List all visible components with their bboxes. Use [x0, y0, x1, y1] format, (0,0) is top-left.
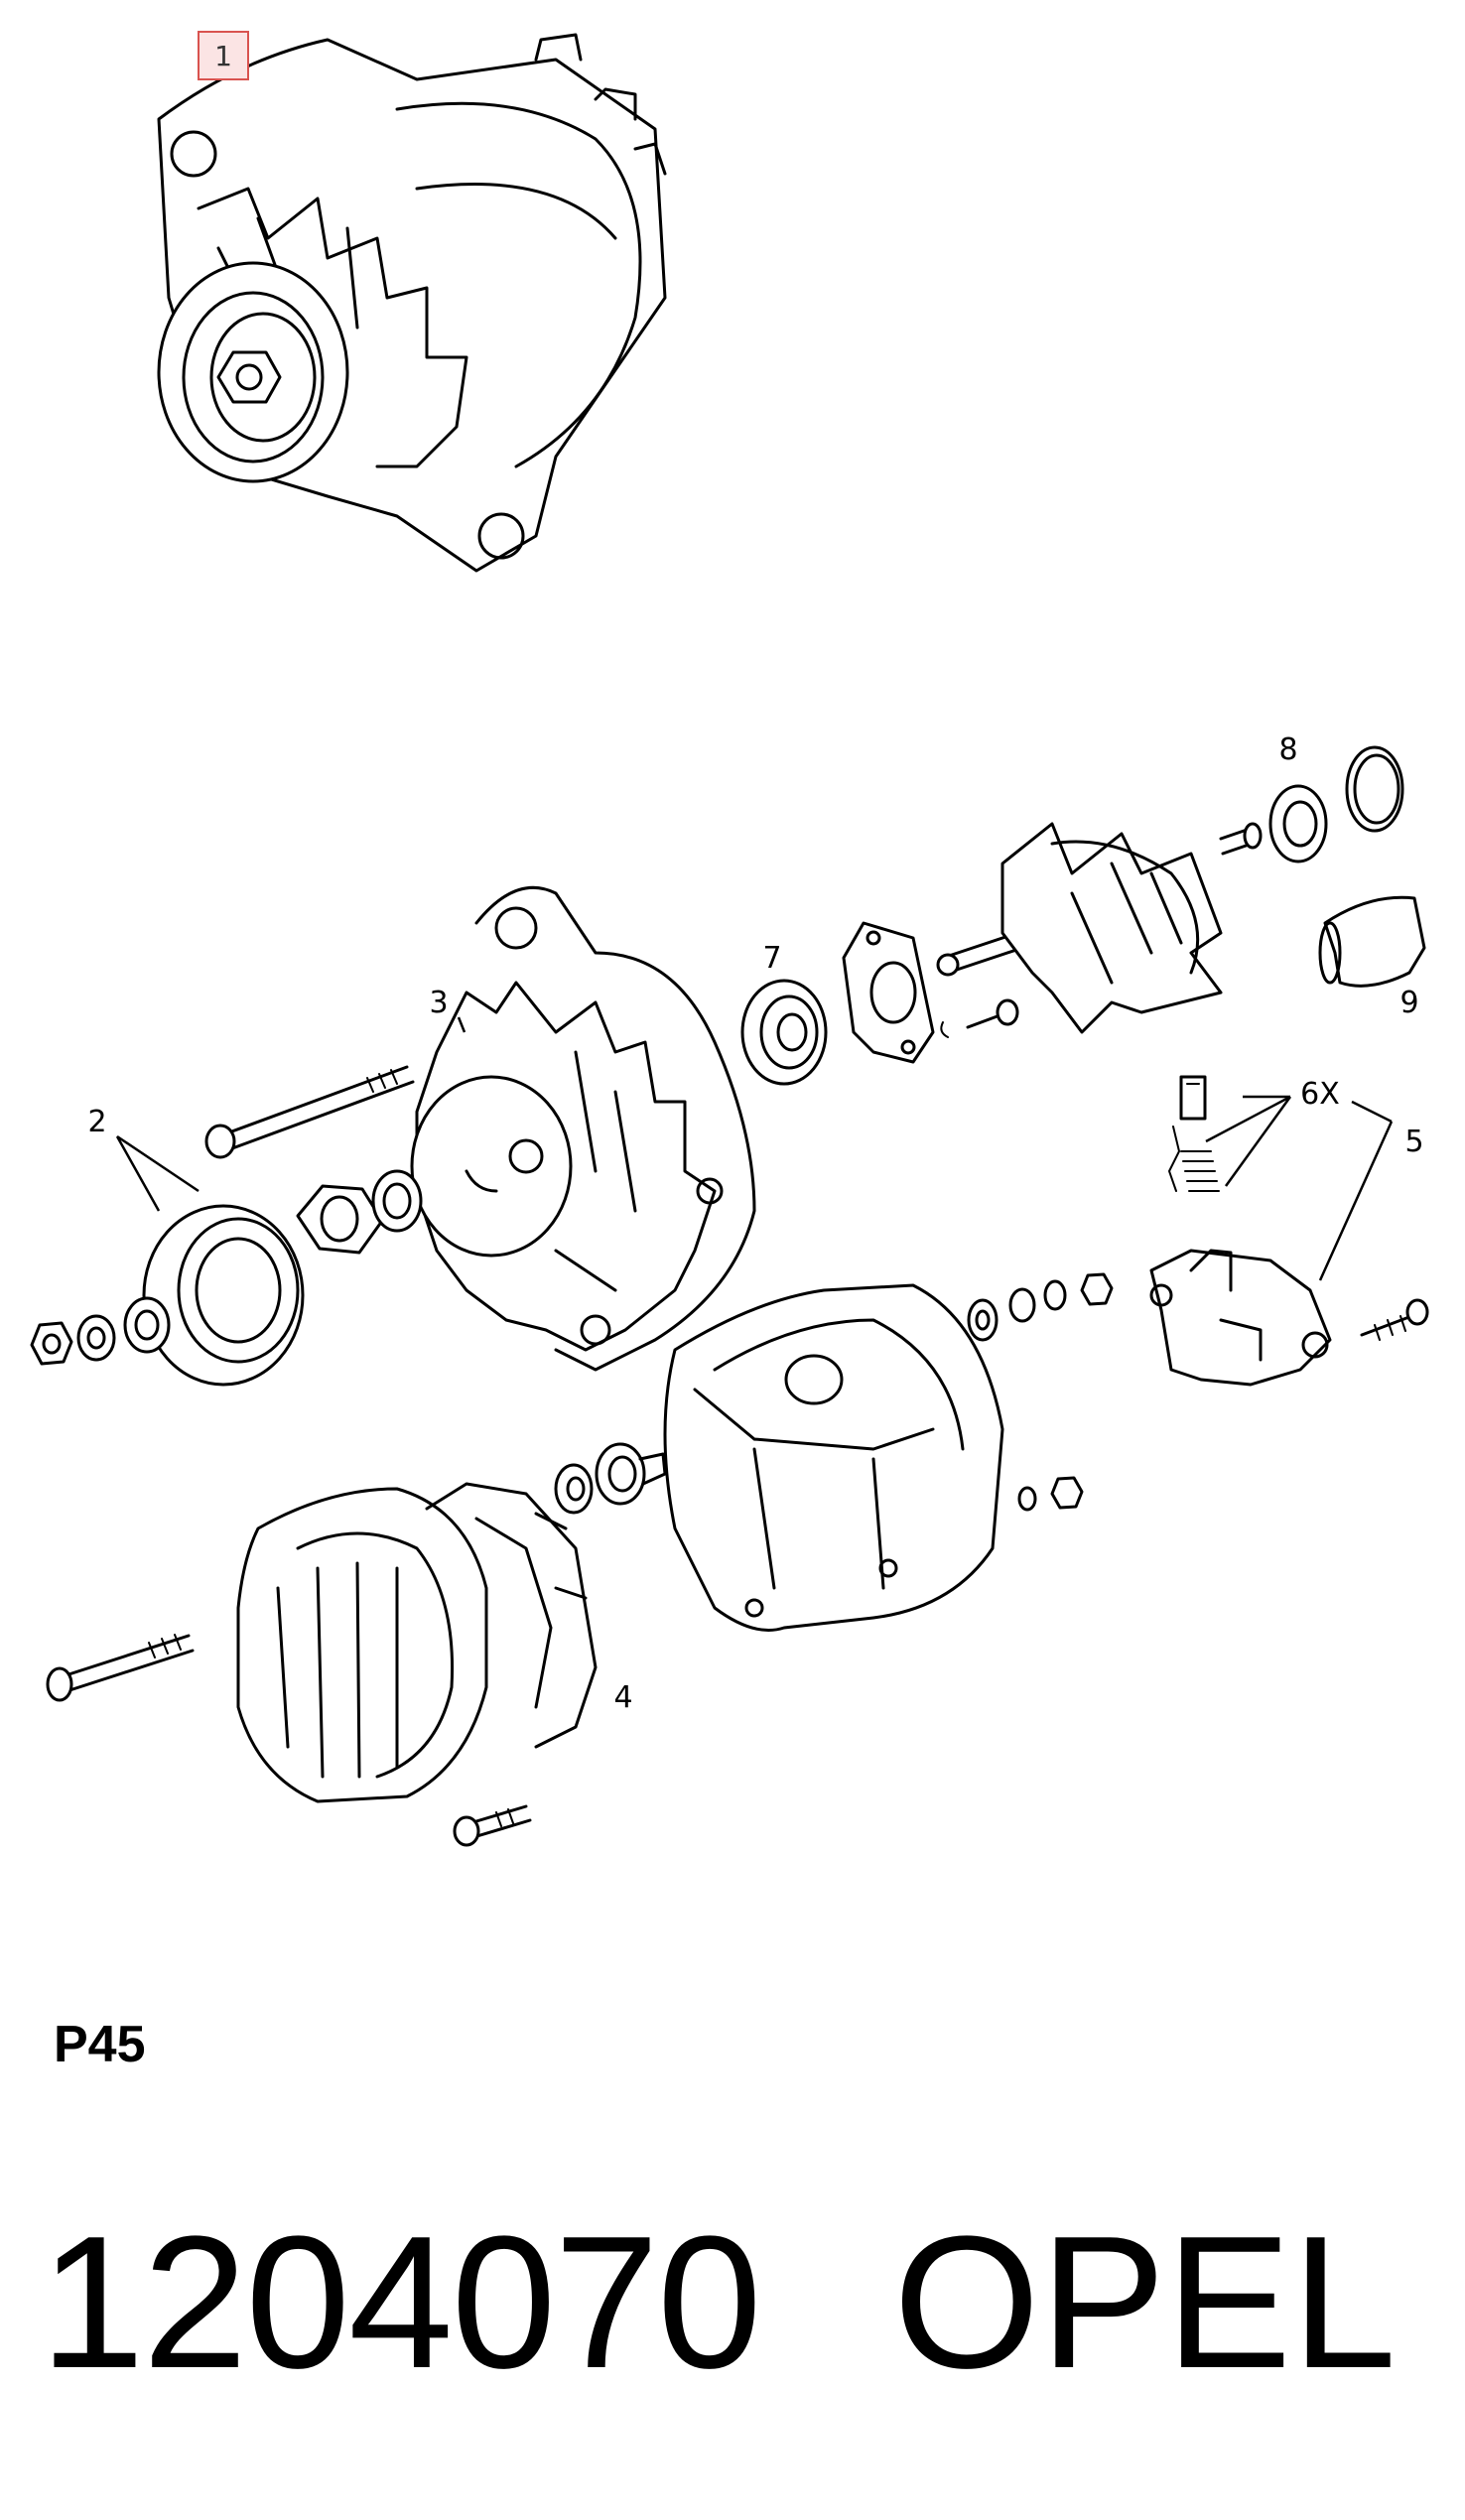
- callout-4[interactable]: 4: [613, 1680, 632, 1715]
- leader-lines: [115, 1016, 1394, 1281]
- callout-9[interactable]: 9: [1399, 986, 1418, 1020]
- voltage-regulator: [1149, 1249, 1429, 1387]
- drive-end-housing: [410, 885, 756, 1372]
- front-bearing: [740, 979, 828, 1086]
- callout-1-label: 1: [214, 40, 232, 72]
- callout-9-label: 9: [1399, 986, 1418, 1020]
- assembled-alternator: [157, 33, 667, 573]
- rear-bearing: [1268, 745, 1404, 863]
- through-bolt-top: [204, 1065, 415, 1159]
- stator-bolt: [46, 1634, 195, 1702]
- callout-8-label: 8: [1278, 732, 1297, 767]
- callout-6x[interactable]: 6X: [1300, 1077, 1340, 1112]
- callout-4-label: 4: [613, 1680, 632, 1715]
- page-code: P45: [54, 2016, 146, 2073]
- stator: [236, 1482, 598, 1803]
- pulley-assembly: [30, 1204, 305, 1387]
- callout-2[interactable]: 2: [87, 1105, 106, 1139]
- part-number: 1204070: [40, 2197, 762, 2408]
- callout-3[interactable]: 3: [429, 986, 448, 1020]
- retainer-screw: [940, 998, 1019, 1038]
- slip-ring-end-housing: [663, 1283, 1004, 1632]
- fan-nut-and-spacer: [296, 1169, 423, 1255]
- rectifier-screw: [453, 1804, 532, 1847]
- callout-2-label: 2: [87, 1105, 106, 1139]
- callout-7[interactable]: 7: [762, 941, 781, 976]
- callout-7-label: 7: [762, 941, 781, 976]
- slip-ring-bearing: [554, 1442, 667, 1515]
- callout-5-label: 5: [1404, 1125, 1423, 1159]
- callout-3-label: 3: [429, 986, 448, 1020]
- callout-1[interactable]: 1: [198, 31, 249, 80]
- bearing-retainer-plate: [842, 921, 935, 1064]
- callout-6x-label: 6X: [1300, 1077, 1340, 1112]
- bearing-sleeve: [1318, 895, 1426, 988]
- callout-5[interactable]: 5: [1404, 1125, 1423, 1159]
- brushes-and-springs: [1167, 1075, 1220, 1192]
- callout-8[interactable]: 8: [1278, 732, 1297, 767]
- brand-name: OPEL: [893, 2197, 1397, 2408]
- rear-washers-and-nut: [967, 1272, 1114, 1512]
- rotor: [936, 822, 1263, 1034]
